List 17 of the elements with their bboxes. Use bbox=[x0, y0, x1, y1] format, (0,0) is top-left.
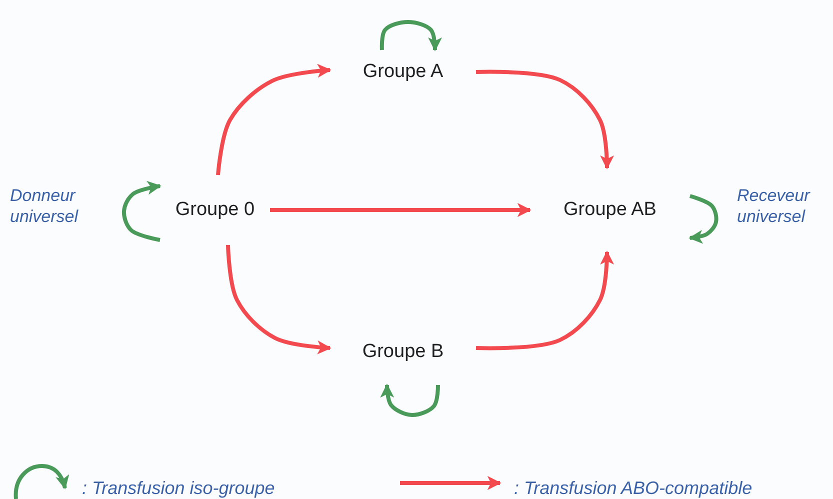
loop-arrow bbox=[380, 384, 440, 417]
arrow bbox=[226, 244, 332, 354]
blood-group-label: Groupe A bbox=[330, 50, 476, 94]
blood-group-label: Groupe AB bbox=[530, 168, 690, 252]
loop-arrow bbox=[122, 180, 162, 242]
blood-group-label: Groupe B bbox=[330, 319, 476, 385]
blood-group-label: Groupe 0 bbox=[160, 175, 270, 245]
side-note: Donneur universel bbox=[10, 185, 80, 228]
legend-text: : Transfusion iso-groupe bbox=[82, 478, 275, 499]
arrow bbox=[476, 250, 614, 350]
arrow bbox=[270, 203, 532, 217]
loop-arrow bbox=[688, 194, 718, 244]
legend-text: : Transfusion ABO-compatible bbox=[514, 478, 752, 499]
side-note: Receveur universel bbox=[737, 185, 812, 228]
arrow bbox=[216, 64, 332, 176]
loop-arrow bbox=[380, 20, 442, 52]
arrow bbox=[476, 70, 614, 170]
